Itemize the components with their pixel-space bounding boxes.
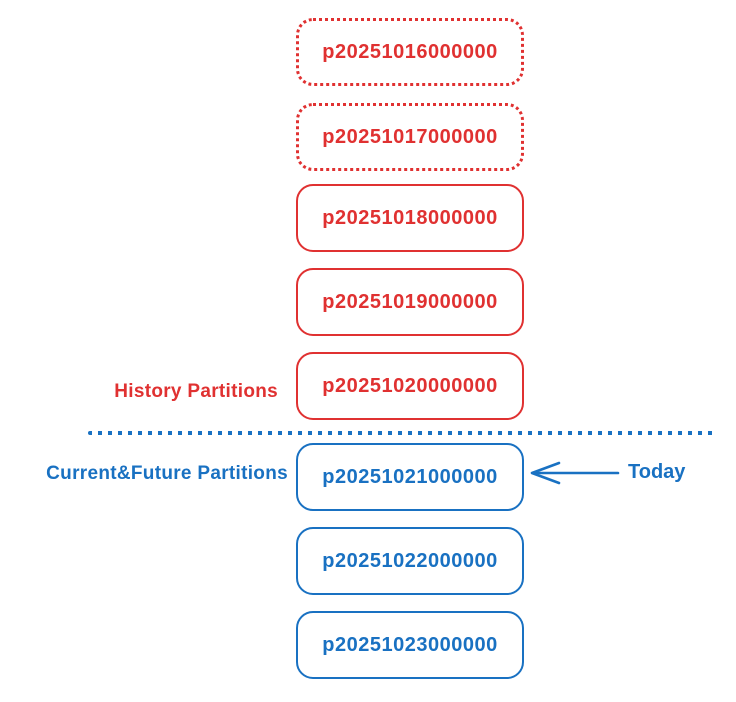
partition-name: p20251017000000 xyxy=(322,125,498,148)
today-arrow-left-icon xyxy=(530,461,620,485)
history-future-divider xyxy=(88,431,718,435)
partition-box: p20251020000000 xyxy=(296,352,524,420)
partition-box: p20251019000000 xyxy=(296,268,524,336)
partition-name: p20251019000000 xyxy=(322,290,498,313)
partition-box-today: p20251021000000 xyxy=(296,443,524,511)
partition-box: p20251018000000 xyxy=(296,184,524,252)
partition-box: p20251023000000 xyxy=(296,611,524,679)
today-label: Today xyxy=(628,461,686,483)
partition-name: p20251023000000 xyxy=(322,633,498,656)
partition-name: p20251016000000 xyxy=(322,40,498,63)
partition-name: p20251022000000 xyxy=(322,549,498,572)
partition-name: p20251021000000 xyxy=(322,465,498,488)
partition-box: p20251022000000 xyxy=(296,527,524,595)
partition-name: p20251018000000 xyxy=(322,206,498,229)
partition-name: p20251020000000 xyxy=(322,374,498,397)
current-future-partitions-label: Current&Future Partitions xyxy=(46,463,288,484)
partition-box: p20251017000000 xyxy=(296,103,524,171)
partition-box: p20251016000000 xyxy=(296,18,524,86)
history-partitions-label: History Partitions xyxy=(114,381,278,402)
